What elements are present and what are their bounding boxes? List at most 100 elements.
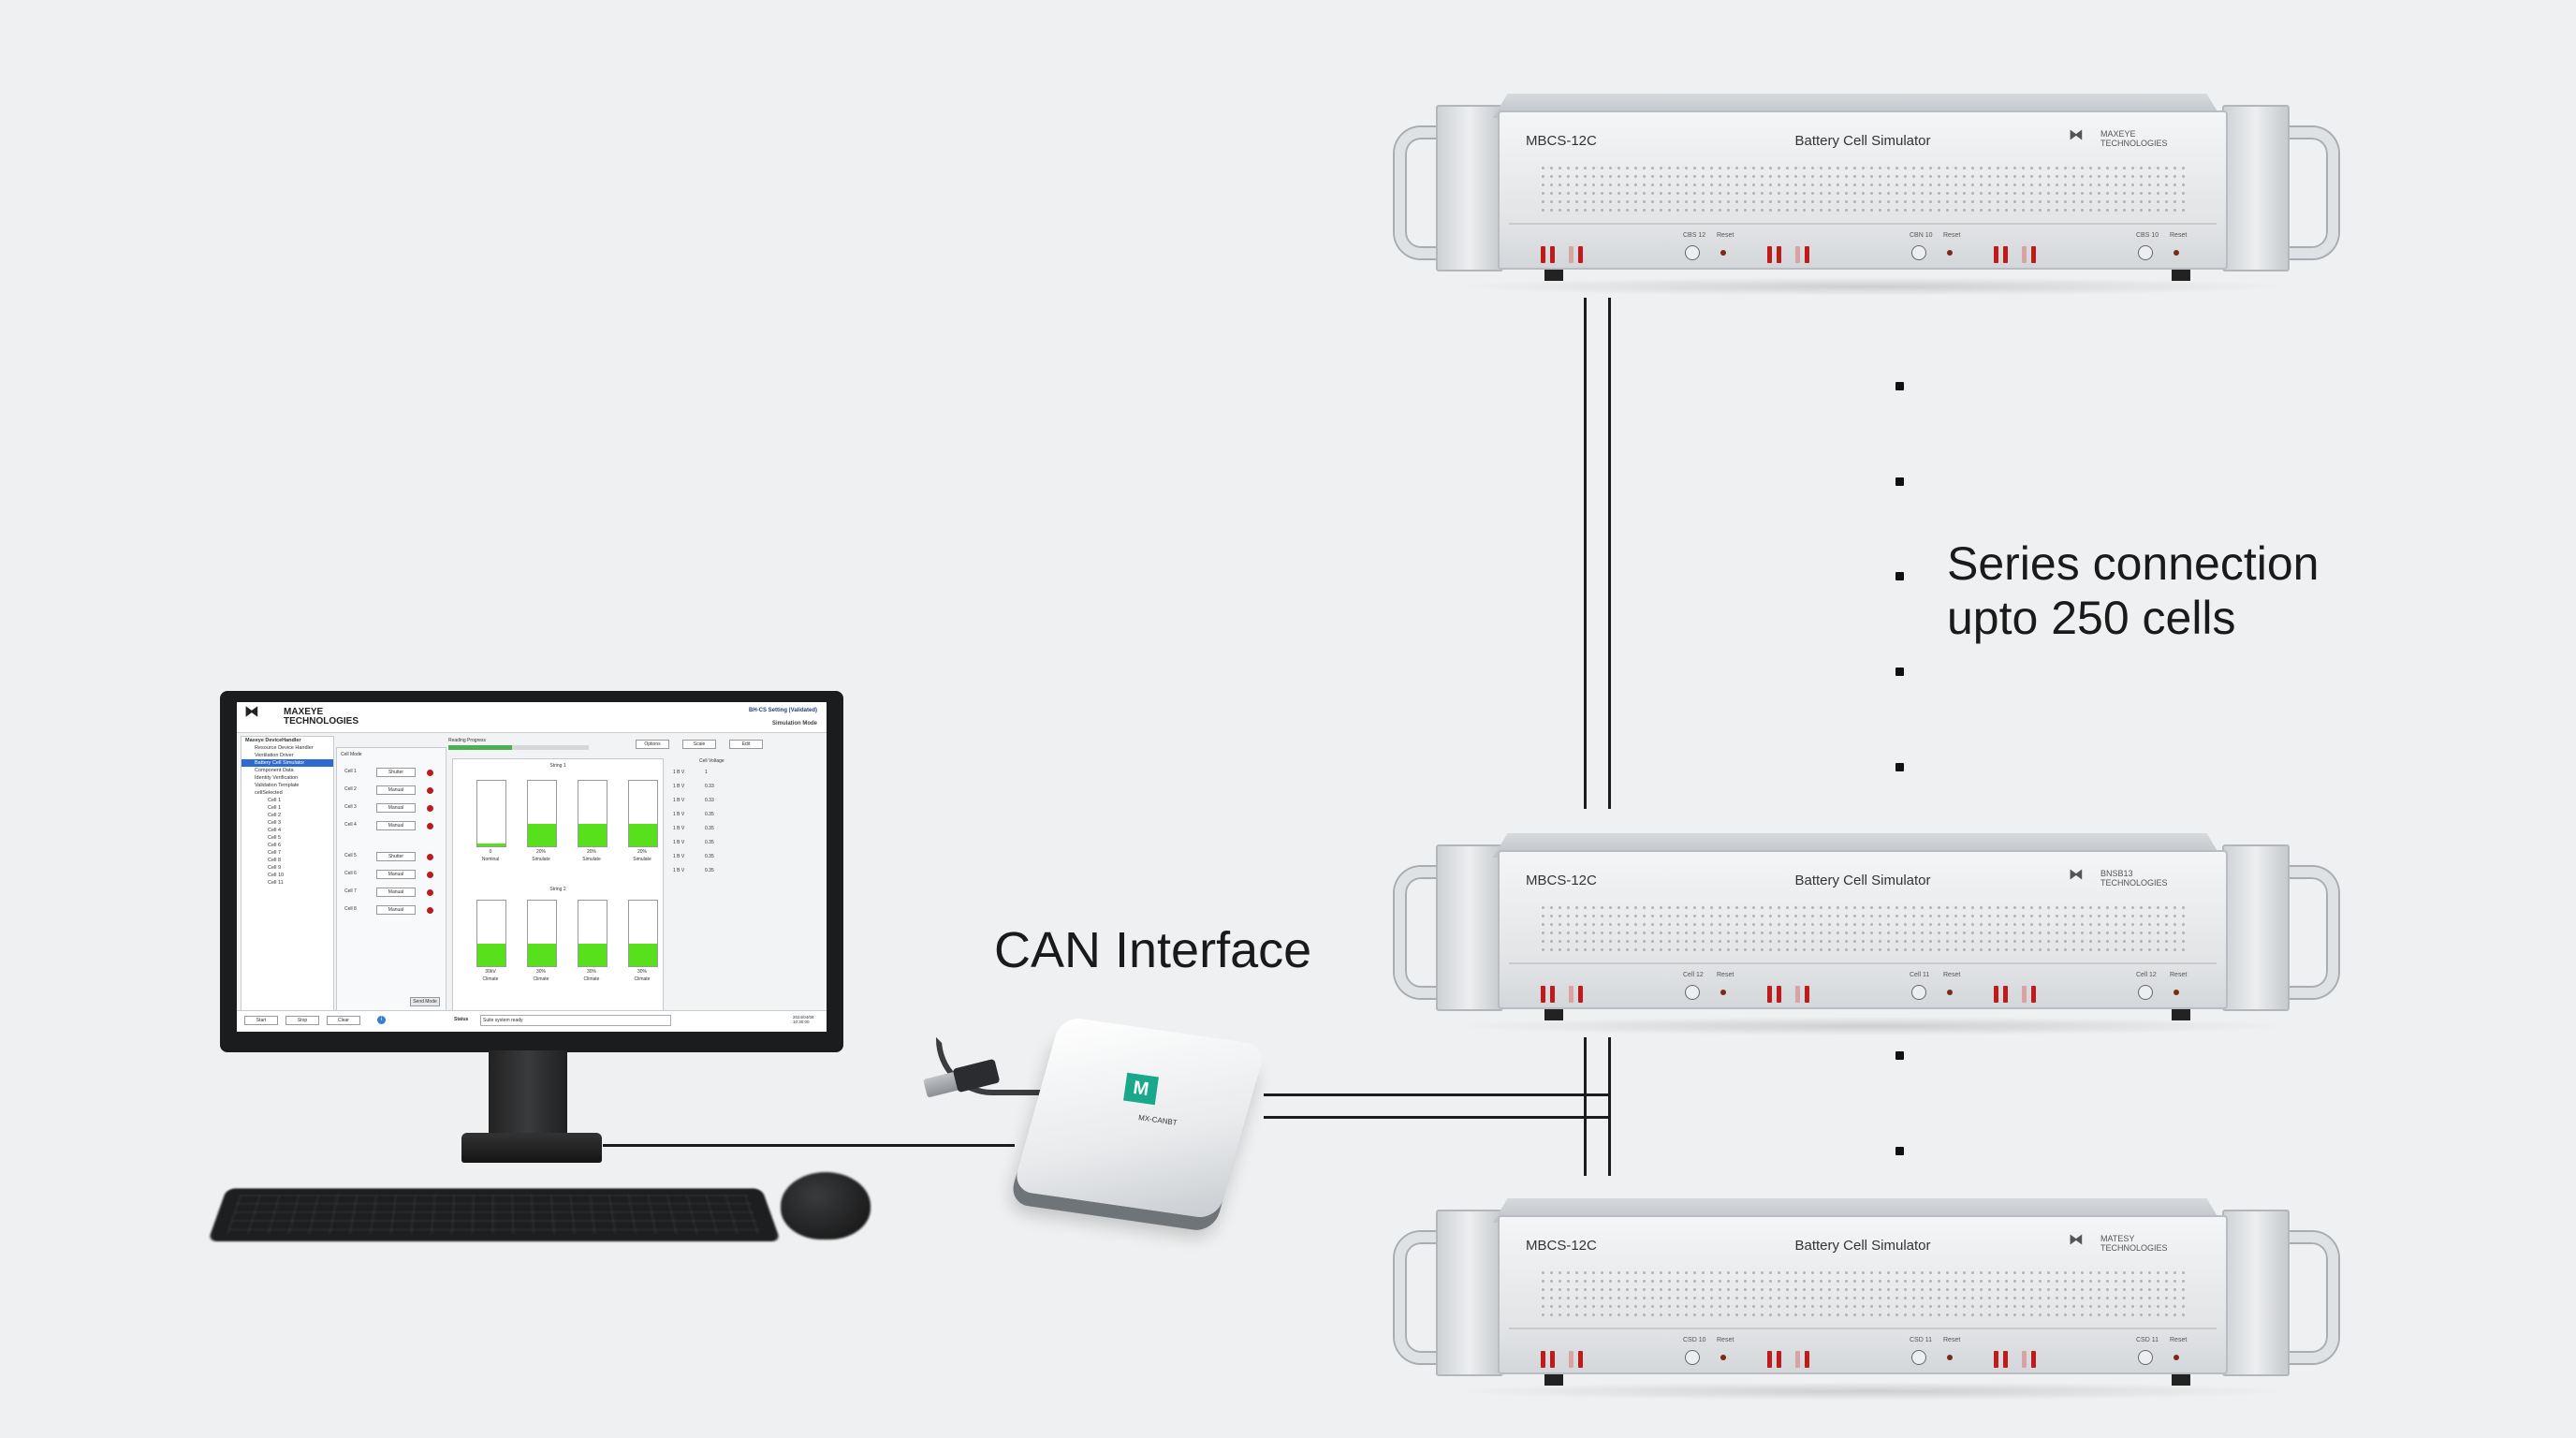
scale-button[interactable]: Scale: [682, 740, 716, 749]
tree-item[interactable]: Cell 4: [268, 828, 282, 833]
voltage-row: 1 B V 0.35: [673, 812, 748, 821]
rack-title: Battery Cell Simulator: [1794, 1238, 1931, 1254]
info-icon[interactable]: i: [377, 1016, 386, 1024]
tree-item[interactable]: Cell 1: [268, 805, 282, 811]
pc-to-can-cable: [603, 1144, 1015, 1147]
led-indicator: [2003, 1351, 2008, 1368]
cell-bar: 20% Simulate: [573, 780, 610, 873]
led-indicator: [2022, 246, 2027, 263]
series-wire: [1608, 298, 1611, 809]
edit-button[interactable]: Edit: [729, 740, 763, 749]
tree-item[interactable]: Cell 11: [268, 880, 284, 886]
cell-mode-row: Cell 6 Manual: [343, 869, 440, 880]
reset-button[interactable]: [1720, 1355, 1726, 1360]
cell-connector-icon[interactable]: [1911, 245, 1926, 260]
bar-value-label: 30%: [637, 969, 647, 975]
cell-bars-panel: Reading Progress Options Scale Edit Stri…: [448, 736, 823, 1011]
cell-bar: 20% Simulate: [623, 780, 661, 873]
footer-button[interactable]: Stop: [285, 1016, 319, 1025]
tree-item[interactable]: Cell 1: [268, 798, 282, 803]
cell-channel-label: CSD 11: [2136, 1337, 2159, 1343]
tree-item[interactable]: Component Data: [255, 768, 294, 773]
led-indicator: [2031, 1351, 2036, 1368]
can-bus-wire: [1264, 1093, 1610, 1096]
rack-model: MBCS-12C: [1526, 873, 1597, 888]
tree-item[interactable]: Validation Template: [255, 783, 300, 788]
rack-foot: [1544, 1009, 1563, 1020]
options-button[interactable]: Options: [636, 740, 669, 749]
tree-item[interactable]: Battery Cell Simulator: [242, 759, 333, 767]
cell-channel-label: CBS 10: [2136, 232, 2159, 239]
led-indicator: [2003, 986, 2008, 1003]
bar-sub-label: Climate: [634, 976, 651, 982]
mode-select[interactable]: Manual: [376, 785, 416, 795]
bar-track: [578, 780, 607, 847]
tree-item[interactable]: Cell 6: [268, 843, 282, 848]
led-indicator: [1805, 1351, 1809, 1368]
mode-select[interactable]: Shutter: [376, 852, 416, 861]
tree-title: Maxeye DeviceHandler: [245, 738, 301, 743]
tree-item[interactable]: Cell 5: [268, 835, 282, 841]
status-led-icon: [427, 823, 433, 829]
footer-button[interactable]: Clear: [327, 1016, 360, 1025]
bar-fill: [629, 823, 657, 846]
tree-item[interactable]: cellSelected: [255, 790, 283, 796]
cell-connector-icon[interactable]: [1685, 245, 1700, 260]
led-indicator: [1795, 246, 1800, 263]
cell-connector-icon[interactable]: [2138, 985, 2153, 1000]
tree-item[interactable]: Cell 2: [268, 813, 282, 818]
tree-item[interactable]: Cell 3: [268, 820, 282, 826]
cell-bar: 30% Climate: [573, 900, 610, 993]
reset-button[interactable]: [2174, 250, 2179, 256]
cell-connector-icon[interactable]: [1685, 985, 1700, 1000]
battery-cell-simulator-unit: MBCS-12C Battery Cell Simulator ⧓ MAXEYE…: [1395, 94, 2338, 300]
footer-button[interactable]: Start: [244, 1016, 278, 1025]
mode-select[interactable]: Manual: [376, 870, 416, 879]
bars-area: String 1 String 2 0 Nominal 20% Simulate…: [452, 758, 664, 1011]
tree-item[interactable]: Cell 7: [268, 850, 282, 856]
tree-item[interactable]: Cell 9: [268, 865, 282, 871]
bar-sub-label: Simulate: [532, 857, 550, 862]
reset-button[interactable]: [1947, 1355, 1953, 1360]
mode-select[interactable]: Manual: [376, 803, 416, 813]
cell-connector-icon[interactable]: [1685, 1350, 1700, 1365]
device-tree[interactable]: Maxeye DeviceHandler Resource Device Han…: [241, 736, 334, 1013]
cell-connector-icon[interactable]: [1911, 1350, 1926, 1365]
send-mode-button[interactable]: Send Mode: [410, 997, 440, 1006]
cell-bar: 30% Climate: [623, 900, 661, 993]
rack-ear: [2222, 1210, 2290, 1376]
voltage-value: 1: [705, 770, 708, 775]
reset-button[interactable]: [2174, 1355, 2179, 1360]
mode-select[interactable]: Shutter: [376, 768, 416, 777]
rack-vent-grille: [1539, 164, 2187, 213]
tree-item[interactable]: Identity Verification: [255, 775, 299, 781]
series-line-2: upto 250 cells: [1947, 592, 2236, 644]
cell-mode-cell: Cell 1: [344, 769, 357, 774]
voltage-value: 0.35: [705, 868, 714, 873]
mode-select[interactable]: Manual: [376, 888, 416, 897]
reset-label: Reset: [1717, 232, 1734, 239]
cell-connector-icon[interactable]: [2138, 1350, 2153, 1365]
led-indicator: [1578, 246, 1583, 263]
led-indicator: [1569, 1351, 1573, 1368]
cell-connector-icon[interactable]: [2138, 245, 2153, 260]
tree-item[interactable]: Cell 8: [268, 858, 282, 863]
cell-bar: 20% Simulate: [522, 780, 560, 873]
keyboard: [208, 1188, 781, 1241]
mode-select[interactable]: Manual: [376, 821, 416, 830]
cell-connector-icon[interactable]: [1911, 985, 1926, 1000]
reset-button[interactable]: [2174, 990, 2179, 995]
string-2-title: String 2: [549, 887, 566, 892]
tree-item[interactable]: Cell 10: [268, 873, 285, 878]
reset-label: Reset: [2170, 972, 2188, 978]
reset-button[interactable]: [1947, 250, 1953, 256]
tree-item[interactable]: Resource Device Handler: [255, 745, 314, 751]
reset-button[interactable]: [1720, 250, 1726, 256]
led-indicator: [1805, 246, 1809, 263]
reset-button[interactable]: [1947, 990, 1953, 995]
rack-ear: [1436, 1210, 1503, 1376]
led-indicator: [1767, 986, 1772, 1003]
tree-item[interactable]: Ventilation Driver: [255, 753, 294, 758]
mode-select[interactable]: Manual: [376, 905, 416, 915]
reset-button[interactable]: [1720, 990, 1726, 995]
